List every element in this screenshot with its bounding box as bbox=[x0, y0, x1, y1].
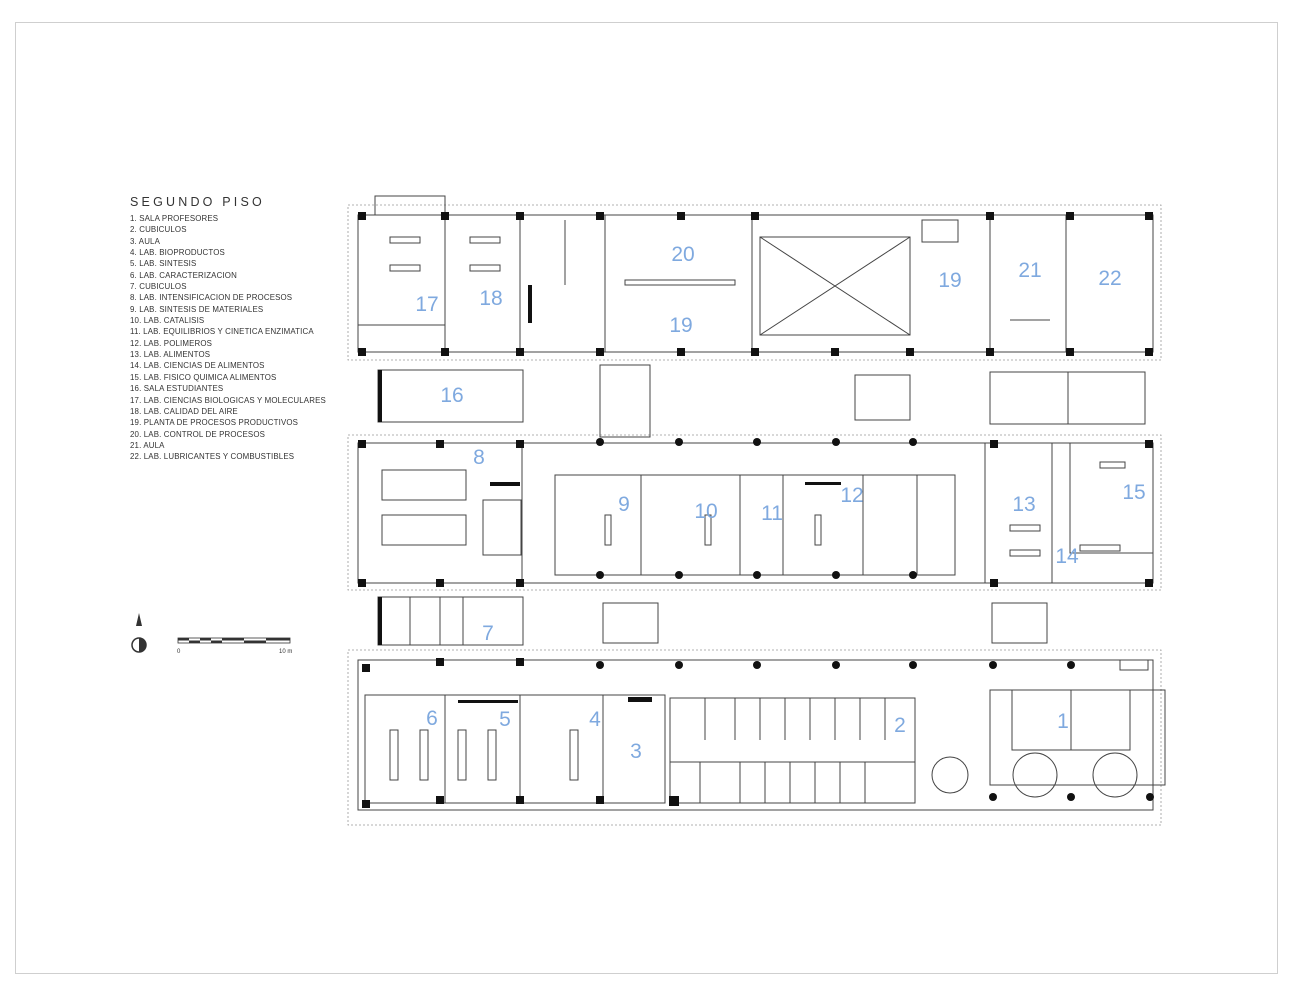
legend-item: 21. AULA bbox=[130, 440, 165, 450]
legend-item: 18. LAB. CALIDAD DEL AIRE bbox=[130, 406, 238, 416]
legend-title: SEGUNDO PISO bbox=[130, 195, 265, 209]
room-label: 14 bbox=[1055, 545, 1079, 568]
room-label: 13 bbox=[1012, 493, 1035, 516]
legend-item: 7. CUBICULOS bbox=[130, 282, 187, 292]
room-label: 7 bbox=[482, 622, 494, 645]
room-label: 11 bbox=[761, 502, 783, 525]
room-label: 21 bbox=[1018, 259, 1041, 282]
legend-item: 4. LAB. BIOPRODUCTOS bbox=[130, 248, 225, 258]
scale-end: 10 m bbox=[279, 649, 292, 655]
room-label: 17 bbox=[415, 293, 438, 316]
page-frame bbox=[15, 22, 1278, 974]
room-label: 8 bbox=[473, 446, 485, 469]
legend-item: 14. LAB. CIENCIAS DE ALIMENTOS bbox=[130, 361, 265, 371]
legend-item: 1. SALA PROFESORES bbox=[130, 214, 219, 223]
room-label: 6 bbox=[426, 707, 438, 730]
legend-item: 19. PLANTA DE PROCESOS PRODUCTIVOS bbox=[130, 418, 299, 428]
legend: SEGUNDO PISO 1. SALA PROFESORES 2. CUBIC… bbox=[130, 195, 326, 463]
north-arrow-icon bbox=[131, 613, 147, 653]
room-label: 19 bbox=[669, 314, 692, 337]
room-label: 10 bbox=[694, 500, 717, 523]
room-label: 3 bbox=[630, 740, 642, 763]
legend-item: 6. LAB. CARACTERIZACION bbox=[130, 270, 237, 280]
legend-item: 10. LAB. CATALISIS bbox=[130, 316, 205, 326]
legend-item: 9. LAB. SINTESIS DE MATERIALES bbox=[130, 304, 264, 314]
legend-item: 22. LAB. LUBRICANTES Y COMBUSTIBLES bbox=[130, 452, 295, 462]
room-label: 18 bbox=[479, 287, 502, 310]
room-label: 16 bbox=[440, 384, 463, 407]
room-label: 20 bbox=[671, 243, 694, 266]
room-label: 2 bbox=[894, 714, 906, 737]
room-label: 5 bbox=[499, 708, 511, 731]
legend-item: 15. LAB. FISICO QUIMICA ALIMENTOS bbox=[130, 372, 277, 382]
legend-item: 20. LAB. CONTROL DE PROCESOS bbox=[130, 429, 266, 439]
room-label: 12 bbox=[840, 484, 863, 507]
legend-item: 16. SALA ESTUDIANTES bbox=[130, 384, 224, 394]
room-labels: 17 18 20 19 19 21 22 16 8 9 10 11 12 13 … bbox=[415, 243, 1145, 763]
legend-item: 2. CUBICULOS bbox=[130, 225, 187, 235]
legend-item: 13. LAB. ALIMENTOS bbox=[130, 350, 211, 360]
room-label: 9 bbox=[618, 493, 630, 516]
legend-item: 3. AULA bbox=[130, 236, 160, 246]
legend-item: 8. LAB. INTENSIFICACION DE PROCESOS bbox=[130, 293, 293, 303]
room-label: 4 bbox=[589, 708, 601, 731]
room-label: 19 bbox=[938, 269, 961, 292]
room-label: 1 bbox=[1057, 710, 1069, 733]
legend-item: 12. LAB. POLIMEROS bbox=[130, 338, 213, 348]
legend-item: 11. LAB. EQUILIBRIOS Y CINETICA ENZIMATI… bbox=[130, 327, 314, 337]
room-label: 22 bbox=[1098, 267, 1121, 290]
scale-start: 0 bbox=[177, 649, 181, 655]
legend-item: 5. LAB. SINTESIS bbox=[130, 259, 197, 269]
legend-item: 17. LAB. CIENCIAS BIOLOGICAS Y MOLECULAR… bbox=[130, 395, 326, 405]
room-label: 15 bbox=[1122, 481, 1145, 504]
legend-list: 1. SALA PROFESORES 2. CUBICULOS 3. AULA … bbox=[130, 213, 326, 463]
scale-bar: 0 10 m bbox=[177, 637, 292, 655]
